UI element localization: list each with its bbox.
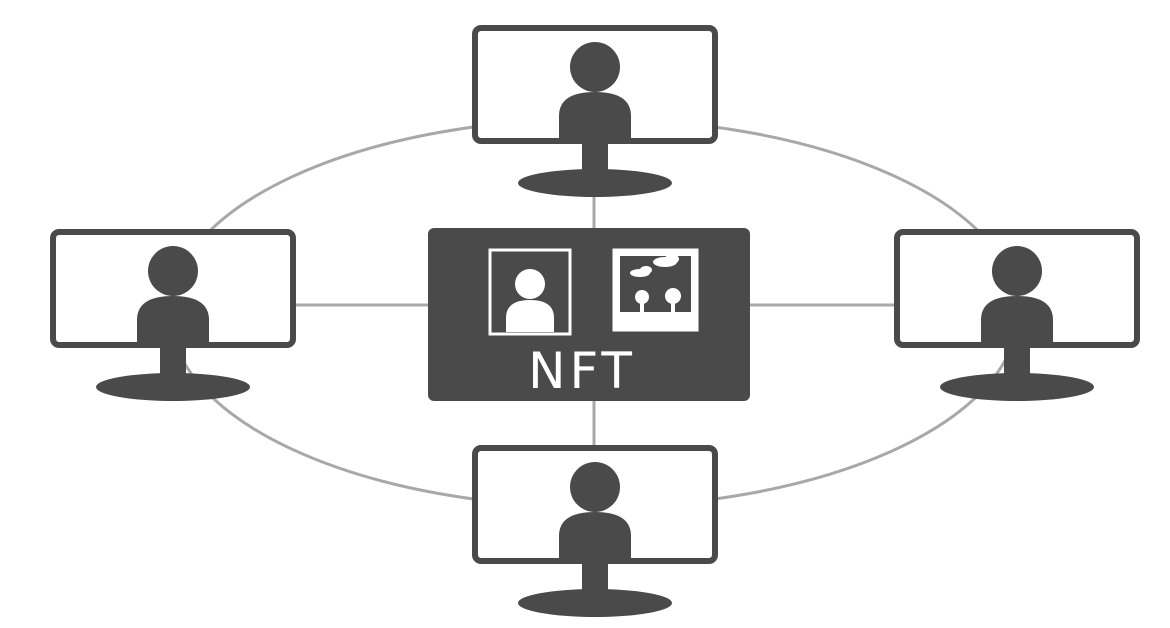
person-icon [53,232,293,401]
landscape-picture-icon [612,248,699,332]
nft-label: NFT [528,342,636,400]
person-icon [475,448,715,617]
nft-box: NFT [428,228,750,401]
node-top [475,28,715,197]
person-icon [475,28,715,197]
portrait-picture-icon [488,248,572,336]
node-left [53,232,293,401]
node-bottom [475,448,715,617]
person-icon [897,232,1137,401]
node-right [897,232,1137,401]
